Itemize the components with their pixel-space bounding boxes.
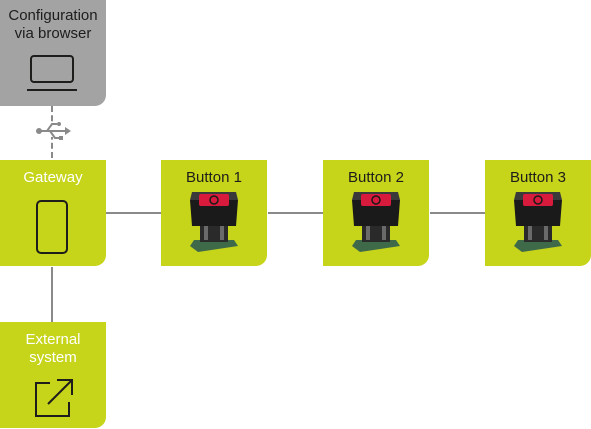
external-link-icon xyxy=(35,379,73,417)
external-box: External system xyxy=(0,322,106,428)
connector-button1-button2 xyxy=(268,212,323,214)
button-3-box: Button 3 xyxy=(485,160,591,266)
push-button-device-icon xyxy=(514,192,562,252)
external-box-title-line1: External xyxy=(25,331,81,348)
button-3-title: Button 3 xyxy=(510,169,566,186)
button-1-title: Button 1 xyxy=(186,169,242,186)
gateway-box: Gateway xyxy=(0,160,106,266)
laptop-icon xyxy=(27,55,77,91)
button-2-title: Button 2 xyxy=(348,169,404,186)
connector-button2-button3 xyxy=(430,212,485,214)
connector-gateway-button1 xyxy=(106,212,161,214)
config-box-title-line2: via browser xyxy=(14,25,92,42)
config-box: Configuration via browser xyxy=(0,0,106,106)
button-2-box: Button 2 xyxy=(323,160,429,266)
button-1-box: Button 1 xyxy=(161,160,267,266)
config-box-title-line1: Configuration xyxy=(8,7,98,24)
external-box-title-line2: system xyxy=(29,349,77,366)
tablet-icon xyxy=(36,200,68,254)
push-button-device-icon xyxy=(190,192,238,252)
push-button-device-icon xyxy=(352,192,400,252)
gateway-box-title: Gateway xyxy=(23,169,83,186)
connector-gateway-external xyxy=(51,267,53,322)
usb-icon xyxy=(35,122,71,140)
